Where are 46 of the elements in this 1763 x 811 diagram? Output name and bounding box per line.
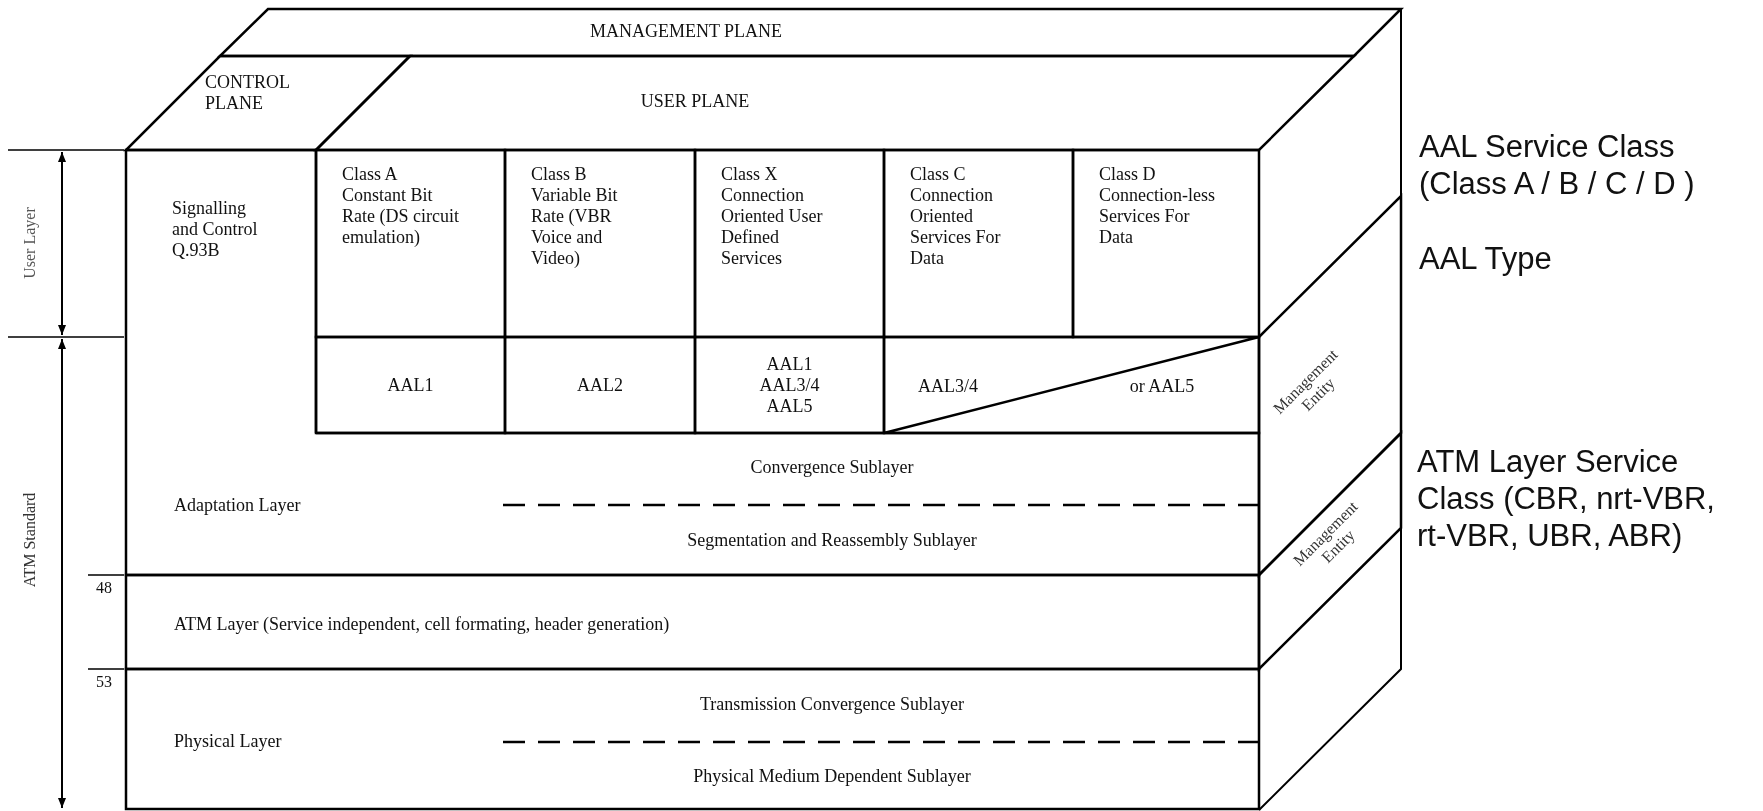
service-class-text: Class B Variable Bit Rate (VBR Voice and Video) [531, 164, 619, 269]
layer-column [126, 150, 316, 433]
byte-count: 48 [96, 579, 112, 597]
side-panel [1259, 433, 1401, 669]
layer-box [126, 575, 1259, 669]
service-class-text: Class D Connection-less Services For Data [1099, 164, 1216, 248]
aal-cell [884, 337, 1259, 433]
layer-label: Signalling and Control Q.93B [172, 198, 259, 261]
service-class-cell [1073, 150, 1259, 337]
layer-label: Physical Medium Dependent Sublayer [693, 765, 971, 787]
annotation-text: AAL Service Class (Class A / B / C / D ) [1419, 128, 1696, 202]
service-class-cell [505, 150, 695, 337]
aal-type-label: or AAL5 [1129, 375, 1195, 397]
axis-label: User Layer [21, 207, 39, 279]
plane-band [316, 56, 1354, 150]
aal-type-label: AAL2 [576, 374, 624, 396]
byte-count: 53 [96, 673, 112, 691]
plane-label: USER PLANE [640, 90, 750, 112]
aal-cell [505, 337, 695, 433]
layer-label: Segmentation and Reassembly Sublayer [687, 529, 977, 551]
plane-band [220, 9, 1401, 56]
service-class-text: Class X Connection Oriented User Defined Services [721, 164, 824, 269]
layer-box [126, 669, 1259, 809]
layer-label: Physical Layer [174, 730, 282, 752]
service-class-cell [695, 150, 884, 337]
service-class-cell [316, 150, 505, 337]
aal-cell [695, 337, 884, 433]
service-class-text: Class A Constant Bit Rate (DS circuit emulation) [342, 164, 460, 248]
service-class-cell [884, 150, 1073, 337]
layer-label: ATM Layer (Service independent, cell formating, header generation) [174, 613, 670, 635]
axis-label: ATM Standard [21, 492, 39, 588]
layer-label: Convergence Sublayer [750, 456, 914, 478]
aal-type-label: AAL1 [386, 374, 435, 396]
service-class-text: Class C Connection Oriented Services For Data [910, 164, 1002, 269]
side-panel [1259, 196, 1401, 575]
aal-cell [316, 337, 505, 433]
layer-label: Adaptation Layer [174, 494, 301, 516]
plane-label: MANAGEMENT PLANE [589, 20, 783, 42]
aal-type-label: AAL3/4 [918, 375, 978, 397]
plane-band [126, 56, 410, 150]
layer-label: Transmission Convergence Sublayer [700, 693, 964, 715]
annotation-text: AAL Type [1419, 240, 1552, 277]
plane-label: CONTROL PLANE [205, 72, 291, 114]
aal-type-label: AAL1 AAL3/4 AAL5 [758, 353, 821, 417]
annotation-text: ATM Layer Service Class (CBR, nrt-VBR, rt-VBR, UBR, ABR) [1417, 443, 1716, 554]
layer-box [126, 433, 1259, 575]
